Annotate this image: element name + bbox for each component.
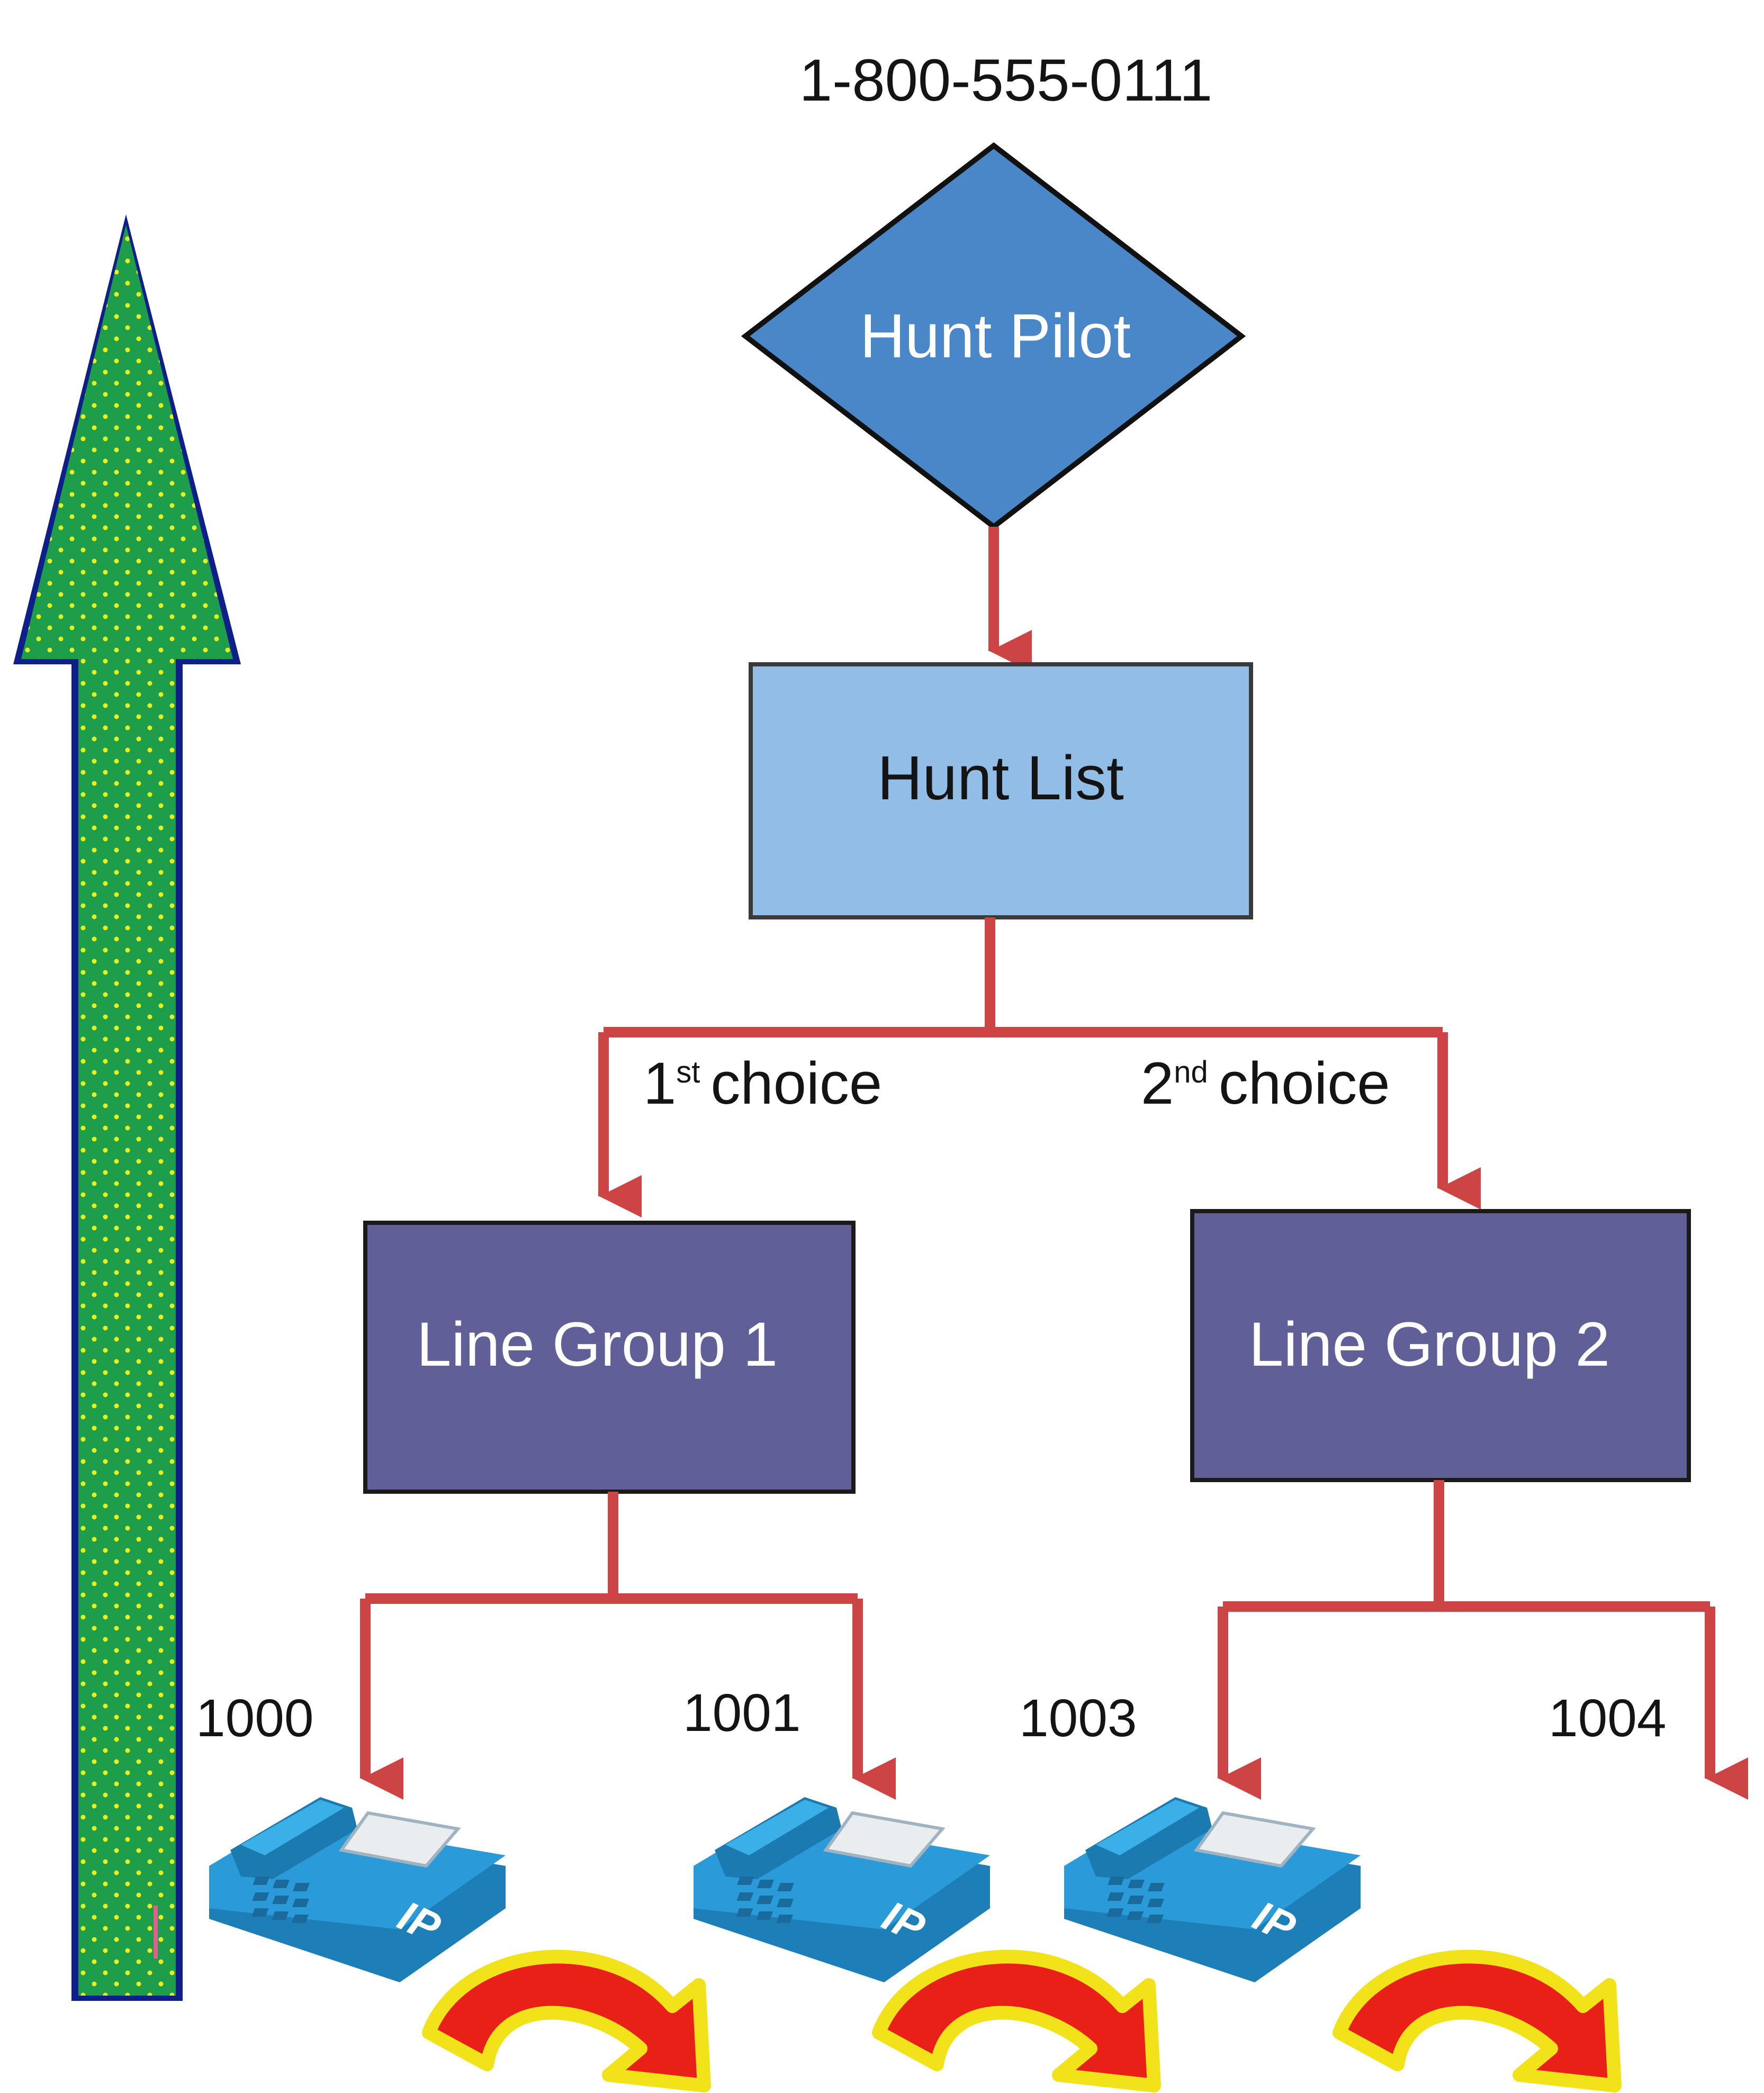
ip-phone-icon: [694, 1797, 990, 1982]
curved-arrow-icon: [879, 1956, 1154, 2086]
extension-1003: 1003: [1019, 1689, 1137, 1748]
extension-1004: 1004: [1549, 1689, 1666, 1748]
ip-phone-icon: [1064, 1797, 1361, 1982]
group-2-to-phones-connector: [1218, 1480, 1748, 1800]
hunt-pilot-node: Hunt Pilot: [741, 142, 1246, 530]
hunt-list-node: Hunt List: [749, 662, 1253, 919]
curved-arrow-icon: [1339, 1956, 1615, 2086]
ip-phone-icon: [209, 1797, 506, 1982]
hunt-pilot-label: Hunt Pilot: [860, 301, 1131, 371]
extension-1001: 1001: [683, 1683, 800, 1743]
up-arrow-icon: [13, 214, 241, 2001]
line-group-2-node: Line Group 2: [1190, 1209, 1691, 1482]
pilot-number: 1-800-555-0111: [799, 47, 1212, 113]
extension-1000: 1000: [196, 1689, 313, 1748]
curved-arrow-icon: [429, 1956, 704, 2086]
group-1-to-phones-connector: [360, 1492, 896, 1800]
list-to-groups-connector: [598, 917, 1481, 1217]
line-group-2-label: Line Group 2: [1249, 1310, 1610, 1379]
hunt-list-label: Hunt List: [877, 743, 1124, 813]
line-group-1-label: Line Group 1: [417, 1310, 778, 1379]
line-group-1-node: Line Group 1: [363, 1221, 856, 1494]
